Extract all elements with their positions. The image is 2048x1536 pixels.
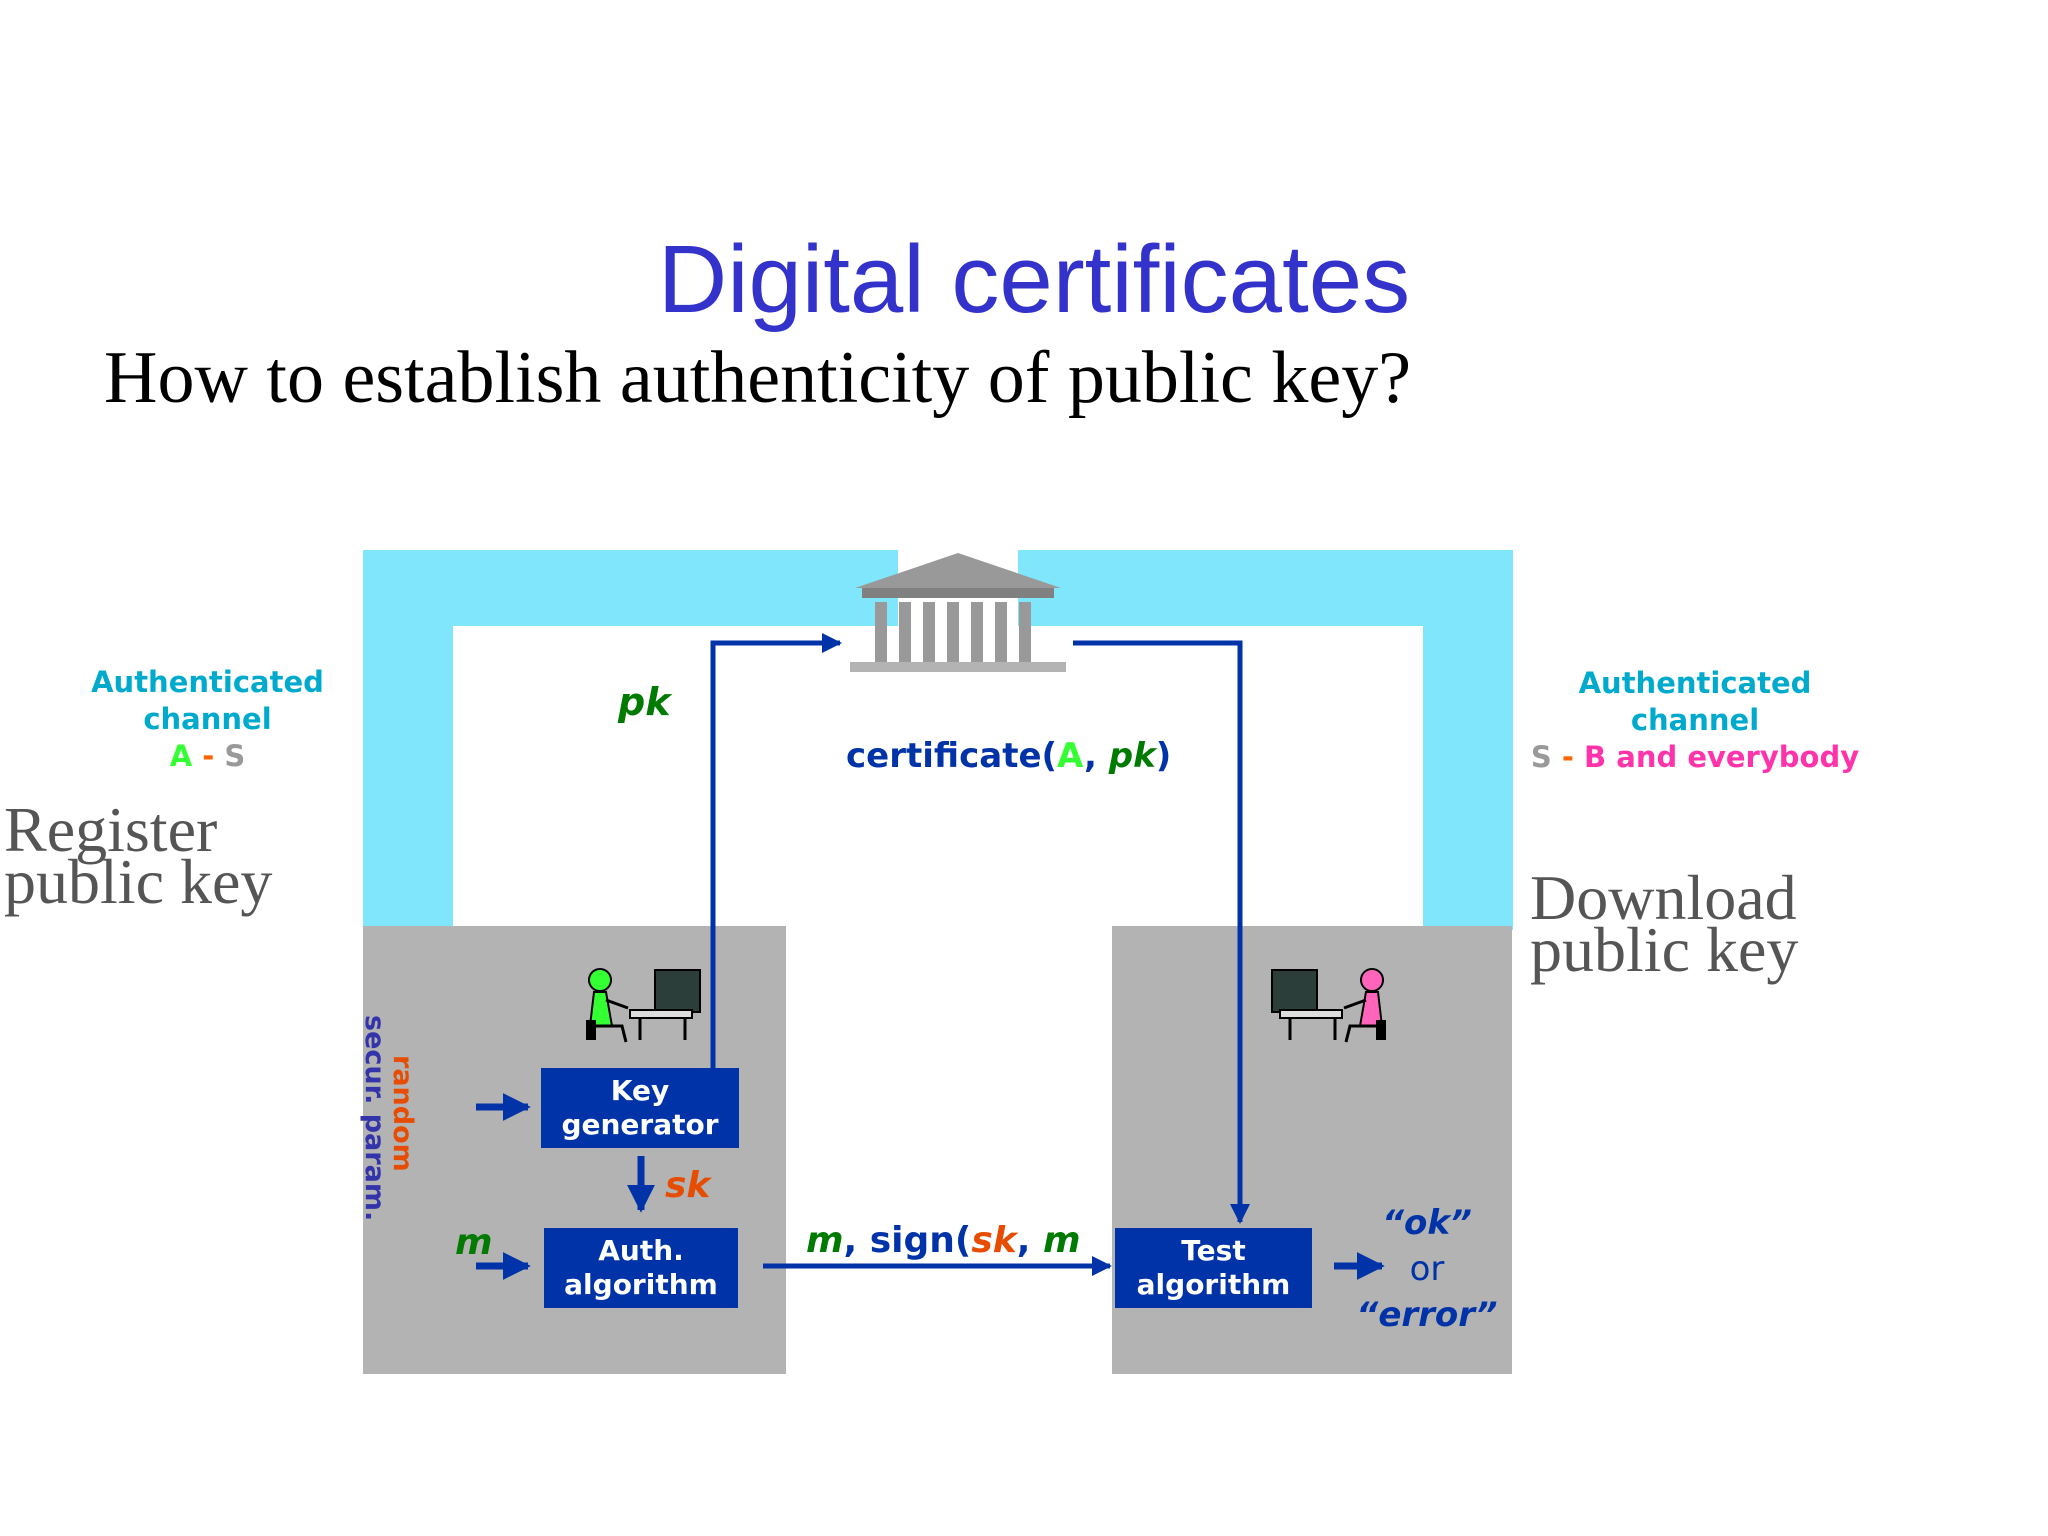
channel-band-right-leg: [1423, 550, 1513, 930]
or-label: or: [1409, 1249, 1445, 1289]
certificate-suffix: ): [1155, 736, 1172, 776]
right-channel-dash: -: [1561, 740, 1574, 774]
certificate-pk: pk: [1108, 736, 1156, 776]
receiver-person-icon: [1271, 968, 1386, 1043]
ok-label: “ok”: [1382, 1203, 1472, 1243]
key-generator-box: Key generator: [541, 1068, 739, 1148]
right-channel-line1: Authenticated: [1578, 666, 1812, 700]
download-note-line2: public key: [1530, 914, 1799, 985]
download-public-key-note: Download public key: [1530, 862, 1799, 985]
right-channel-parties: S - B and everybody: [1500, 739, 1890, 776]
right-channel-label: Authenticated channel S - B and everybod…: [1500, 665, 1890, 776]
certificate-party-a: A: [1057, 736, 1084, 776]
left-channel-dash: -: [202, 739, 215, 773]
certificate-prefix: certificate(: [846, 736, 1058, 776]
key-generator-line1: Key: [610, 1074, 670, 1107]
download-note-line1: Download: [1530, 862, 1797, 933]
authority-building-icon: [850, 553, 1066, 672]
left-channel-line1: Authenticated: [91, 665, 324, 699]
message-sign: , sign(: [843, 1220, 972, 1261]
message-m2: m: [1042, 1220, 1081, 1261]
m-input-label: m: [455, 1222, 493, 1263]
slide-title: Digital certificates: [657, 226, 1411, 333]
message-separator: ,: [1016, 1220, 1043, 1261]
message-sk: sk: [971, 1220, 1017, 1261]
error-label: “error”: [1356, 1295, 1498, 1335]
key-generator-line2: generator: [561, 1108, 719, 1141]
certificate-separator: ,: [1084, 736, 1109, 776]
slide-subtitle: How to establish authenticity of public …: [104, 337, 1412, 419]
auth-algorithm-line1: Auth.: [598, 1234, 684, 1267]
left-channel-parties: A - S: [70, 738, 345, 775]
sender-person-icon: [586, 968, 701, 1043]
message-m: m: [806, 1220, 844, 1261]
message-signature-label: m, sign(sk, m: [806, 1220, 1080, 1261]
test-algorithm-line2: algorithm: [1136, 1268, 1291, 1301]
pk-label: pk: [618, 680, 671, 724]
left-channel-party-a: A: [169, 739, 193, 773]
output-labels: “ok” or “error”: [1342, 1200, 1512, 1338]
certificate-label: certificate(A, pk): [846, 736, 1171, 776]
left-channel-label: Authenticated channel A - S: [70, 664, 345, 775]
sk-label: sk: [665, 1165, 711, 1206]
secur-param-label: secur. param.: [359, 1015, 390, 1222]
left-channel-line2: channel: [143, 702, 272, 736]
left-channel-party-s: S: [224, 739, 246, 773]
test-algorithm-box: Test algorithm: [1115, 1228, 1312, 1308]
auth-algorithm-line2: algorithm: [564, 1268, 718, 1301]
channel-band-left-leg: [363, 550, 453, 930]
register-note-line1: Register: [4, 794, 218, 865]
random-label: random: [387, 1055, 418, 1172]
test-algorithm-line1: Test: [1181, 1234, 1246, 1267]
right-channel-rest: B and everybody: [1584, 740, 1860, 774]
certificate-arrow: [1073, 640, 1250, 1224]
pk-upload-arrow: [710, 633, 842, 1068]
right-channel-line2: channel: [1630, 703, 1760, 737]
auth-algorithm-box: Auth. algorithm: [544, 1228, 738, 1308]
register-public-key-note: Register public key: [4, 794, 273, 917]
register-note-line2: public key: [4, 846, 273, 917]
right-channel-party-s: S: [1530, 740, 1552, 774]
